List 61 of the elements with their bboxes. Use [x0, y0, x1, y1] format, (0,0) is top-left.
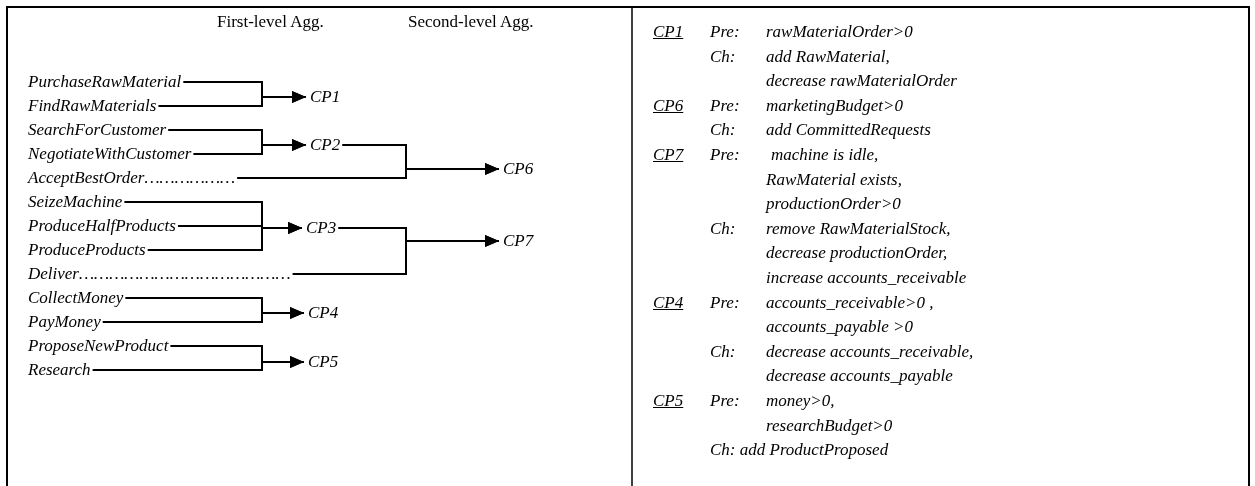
- checkpoint-id: CP4: [653, 292, 684, 313]
- condition-text: decrease rawMaterialOrder: [766, 71, 957, 92]
- condition-keyword: Pre:: [710, 292, 740, 313]
- condition-keyword: Ch:: [710, 46, 736, 67]
- checkpoint-label: CP5: [308, 352, 339, 372]
- condition-keyword: Pre:: [710, 22, 740, 42]
- condition-text: rawMaterialOrder>0: [766, 22, 913, 42]
- activity-label: AcceptBestOrder………………: [28, 168, 236, 188]
- bracket-arrow: [91, 356, 305, 371]
- checkpoint-id: CP5: [653, 391, 684, 411]
- activity-label: SearchForCustomer: [28, 120, 167, 140]
- condition-text: decrease accounts_receivable,: [766, 341, 974, 362]
- column-heading: First-level Agg.: [217, 12, 324, 32]
- activity-label: Deliver……………………………………: [28, 264, 291, 284]
- condition-text: productionOrder>0: [766, 194, 901, 215]
- activity-label: FindRawMaterials: [28, 96, 157, 116]
- activity-label: CollectMoney: [28, 288, 124, 308]
- condition-text: increase accounts_receivable: [766, 268, 967, 288]
- activity-label: PayMoney: [28, 312, 101, 332]
- activity-label: Research: [28, 360, 91, 380]
- activity-label: ProduceProducts: [28, 240, 146, 260]
- bracket-arrow: [101, 307, 305, 323]
- checkpoint-label: CP1: [310, 87, 341, 107]
- bracket-arrow: [291, 235, 500, 275]
- condition-keyword: Ch:: [710, 341, 736, 362]
- condition-keyword: Pre:: [710, 145, 740, 165]
- activity-label: ProposeNewProduct: [28, 336, 169, 356]
- condition-text: decrease productionOrder,: [766, 243, 948, 264]
- column-heading: Second-level Agg.: [408, 12, 534, 32]
- condition-text: remove RawMaterialStock,: [766, 218, 951, 239]
- condition-text: Ch: add ProductProposed: [710, 440, 889, 461]
- checkpoint-label: CP7: [503, 231, 534, 251]
- activity-label: ProduceHalfProducts: [28, 216, 176, 236]
- checkpoint-id: CP6: [653, 95, 684, 116]
- bracket-arrow: [192, 139, 307, 155]
- condition-text: accounts_payable >0: [766, 317, 913, 338]
- condition-text: money>0,: [766, 391, 835, 411]
- condition-text: add RawMaterial,: [766, 46, 890, 67]
- bracket-arrow: [146, 222, 303, 251]
- bracket-arrow: [236, 163, 500, 179]
- checkpoint-label: CP2: [310, 135, 341, 155]
- checkpoint-id: CP1: [653, 22, 684, 42]
- checkpoint-label: CP4: [308, 303, 339, 323]
- condition-keyword: Pre:: [710, 95, 740, 116]
- condition-text: machine is idle,: [771, 145, 879, 165]
- activity-label: NegotiateWithCustomer: [28, 144, 192, 164]
- activity-label: SeizeMachine: [28, 192, 123, 212]
- checkpoint-label: CP3: [306, 218, 337, 238]
- condition-text: accounts_receivable>0 ,: [766, 292, 934, 313]
- condition-text: decrease accounts_payable: [766, 366, 953, 387]
- checkpoint-label: CP6: [503, 159, 534, 179]
- condition-keyword: Ch:: [710, 120, 736, 141]
- condition-text: marketingBudget>0: [766, 95, 904, 116]
- activity-label: PurchaseRawMaterial: [28, 72, 182, 92]
- bracket-arrow: [157, 91, 307, 107]
- condition-keyword: Ch:: [710, 218, 736, 239]
- checkpoint-id: CP7: [653, 145, 684, 165]
- condition-text: RawMaterial exists,: [766, 169, 902, 190]
- condition-keyword: Pre:: [710, 391, 740, 411]
- condition-text: researchBudget>0: [766, 415, 893, 436]
- condition-text: add CommittedRequests: [766, 120, 931, 141]
